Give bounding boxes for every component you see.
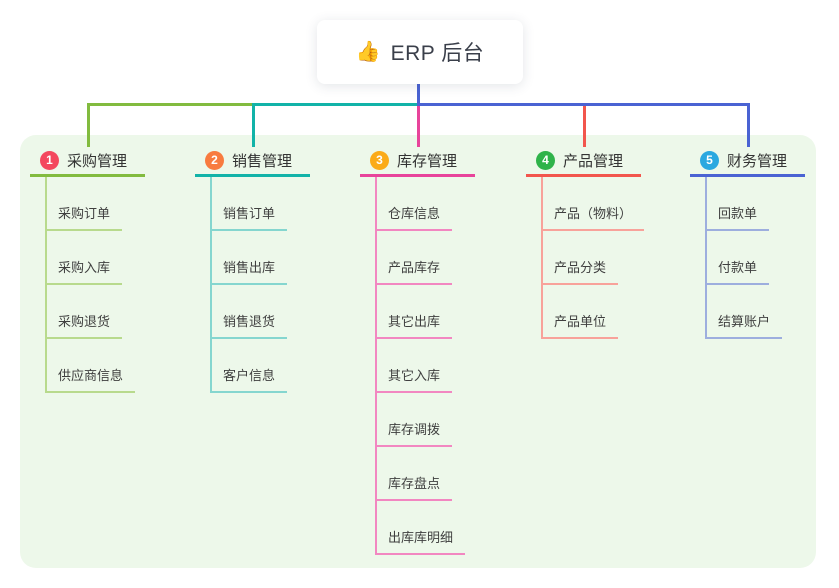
root-stem-line [417, 84, 420, 103]
top-connector-segment [417, 103, 750, 106]
item-label: 回款单 [705, 203, 770, 231]
item-label: 供应商信息 [45, 365, 136, 393]
mindmap-node-item[interactable]: 仓库信息 [375, 177, 475, 231]
item-label: 销售订单 [210, 203, 288, 231]
branch-title-2[interactable]: 2 销售管理 [195, 147, 310, 174]
branch-child-connector [541, 177, 543, 339]
root-node-label: ERP 后台 [390, 42, 485, 65]
mindmap-node-item[interactable]: 销售出库 [210, 231, 310, 285]
branch-title-underline [195, 174, 310, 177]
branch-5: 5 财务管理回款单付款单结算账户 [690, 147, 805, 339]
branch-number-badge: 3 [370, 151, 389, 170]
branch-number-badge: 5 [700, 151, 719, 170]
mindmap-node-item[interactable]: 销售退货 [210, 285, 310, 339]
branch-title-underline [30, 174, 145, 177]
top-connector-segment [87, 103, 255, 106]
item-label: 仓库信息 [375, 203, 453, 231]
mindmap-node-item[interactable]: 客户信息 [210, 339, 310, 393]
branch-child-connector [375, 177, 377, 555]
item-label: 其它出库 [375, 311, 453, 339]
root-node-erp[interactable]: 👍 ERP 后台 [317, 20, 523, 84]
branch-drop-line [417, 103, 420, 147]
branch-1: 1 采购管理采购订单采购入库采购退货供应商信息 [30, 147, 145, 393]
branch-title-label: 销售管理 [232, 153, 293, 170]
item-label: 结算账户 [705, 311, 783, 339]
item-label: 产品（物料） [541, 203, 645, 231]
branch-child-connector [45, 177, 47, 393]
mindmap-node-item[interactable]: 采购退货 [45, 285, 145, 339]
item-label: 销售退货 [210, 311, 288, 339]
mindmap-node-item[interactable]: 回款单 [705, 177, 805, 231]
item-label: 销售出库 [210, 257, 288, 285]
branch-number-badge: 2 [205, 151, 224, 170]
mindmap-node-item[interactable]: 库存调拨 [375, 393, 475, 447]
branch-title-5[interactable]: 5 财务管理 [690, 147, 805, 174]
item-label: 采购退货 [45, 311, 123, 339]
mindmap-node-item[interactable]: 采购订单 [45, 177, 145, 231]
branch-title-label: 采购管理 [67, 153, 128, 170]
branch-title-underline [690, 174, 805, 177]
mindmap-node-item[interactable]: 其它入库 [375, 339, 475, 393]
item-label: 出库库明细 [375, 527, 466, 555]
mindmap-node-item[interactable]: 其它出库 [375, 285, 475, 339]
branch-items: 采购订单采购入库采购退货供应商信息 [45, 177, 145, 393]
mindmap-node-item[interactable]: 产品（物料） [541, 177, 645, 231]
branch-items: 销售订单销售出库销售退货客户信息 [210, 177, 310, 393]
branch-title-underline [526, 174, 641, 177]
item-label: 其它入库 [375, 365, 453, 393]
branch-items: 仓库信息产品库存其它出库其它入库库存调拨库存盘点出库库明细 [375, 177, 475, 555]
branch-title-label: 财务管理 [727, 153, 788, 170]
item-label: 库存调拨 [375, 419, 453, 447]
item-label: 采购入库 [45, 257, 123, 285]
branch-title-label: 产品管理 [563, 153, 624, 170]
mindmap-node-item[interactable]: 销售订单 [210, 177, 310, 231]
branch-drop-line [747, 103, 750, 147]
item-label: 付款单 [705, 257, 770, 285]
mindmap-panel [20, 135, 816, 568]
branch-drop-line [252, 103, 255, 147]
mindmap-node-item[interactable]: 库存盘点 [375, 447, 475, 501]
mindmap-node-item[interactable]: 产品库存 [375, 231, 475, 285]
mindmap-node-item[interactable]: 供应商信息 [45, 339, 145, 393]
branch-drop-line [87, 103, 90, 147]
branch-items: 回款单付款单结算账户 [705, 177, 805, 339]
item-label: 库存盘点 [375, 473, 453, 501]
branch-title-4[interactable]: 4 产品管理 [526, 147, 641, 174]
mindmap-node-item[interactable]: 出库库明细 [375, 501, 475, 555]
branch-child-connector [210, 177, 212, 393]
item-label: 客户信息 [210, 365, 288, 393]
thumbs-up-icon: 👍 [355, 41, 381, 63]
branch-3: 3 库存管理仓库信息产品库存其它出库其它入库库存调拨库存盘点出库库明细 [360, 147, 475, 555]
mindmap-node-item[interactable]: 结算账户 [705, 285, 805, 339]
branch-number-badge: 1 [40, 151, 59, 170]
branch-title-1[interactable]: 1 采购管理 [30, 147, 145, 174]
mindmap-node-item[interactable]: 产品分类 [541, 231, 641, 285]
item-label: 产品库存 [375, 257, 453, 285]
branch-items: 产品（物料） 产品分类产品单位 [541, 177, 645, 339]
branch-child-connector [705, 177, 707, 339]
item-label: 采购订单 [45, 203, 123, 231]
branch-2: 2 销售管理销售订单销售出库销售退货客户信息 [195, 147, 310, 393]
mindmap-node-item[interactable]: 采购入库 [45, 231, 145, 285]
branch-title-label: 库存管理 [397, 153, 458, 170]
top-connector-segment [252, 103, 420, 106]
mindmap-node-item[interactable]: 付款单 [705, 231, 805, 285]
branch-number-badge: 4 [536, 151, 555, 170]
mindmap-node-item[interactable]: 产品单位 [541, 285, 641, 339]
branch-title-3[interactable]: 3 库存管理 [360, 147, 475, 174]
branch-title-underline [360, 174, 475, 177]
item-label: 产品单位 [541, 311, 619, 339]
item-label: 产品分类 [541, 257, 619, 285]
branch-4: 4 产品管理产品（物料） 产品分类产品单位 [526, 147, 645, 339]
branch-drop-line [583, 103, 586, 147]
